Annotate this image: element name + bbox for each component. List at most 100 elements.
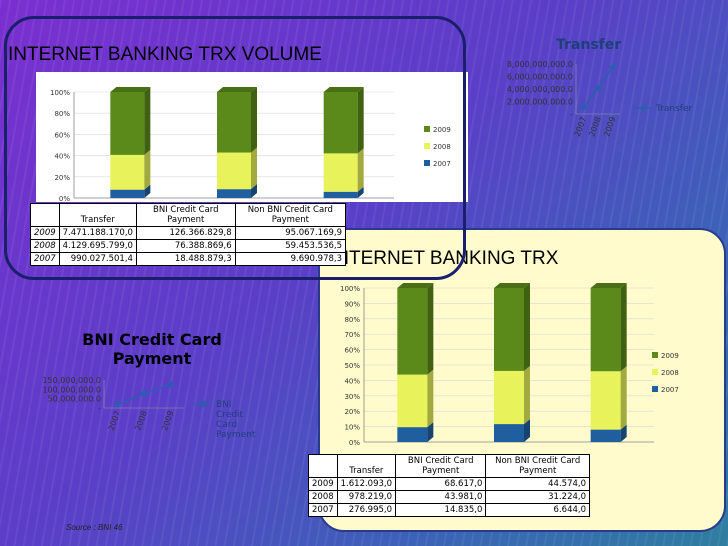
row-year: 2009 <box>30 226 60 240</box>
legend-label: Transfer <box>655 104 692 114</box>
y-tick-label: 0% <box>59 195 70 202</box>
legend-label-2007: 2007 <box>661 386 679 394</box>
bar-segment-2008 <box>590 371 621 430</box>
row-year: 2009 <box>308 477 338 491</box>
x-tick-label: 2009 <box>160 410 175 432</box>
y-tick-label: 100% <box>50 89 70 97</box>
legend-label: Payment <box>216 430 256 440</box>
column-header: Non BNI Credit Card Payment <box>234 203 347 227</box>
table-cell: 1.612.093,0 <box>336 477 397 491</box>
bar-segment-2008 <box>397 374 428 428</box>
legend-label: Credit <box>216 410 244 420</box>
column-header <box>308 454 338 478</box>
legend-label: BNI <box>216 400 232 410</box>
source-note: Source : BNI 46 <box>66 523 123 532</box>
bar-segment-2009 <box>110 92 145 155</box>
row-year: 2008 <box>308 490 338 504</box>
volume-panel <box>4 16 466 280</box>
table-cell: 43.981,0 <box>395 490 487 504</box>
legend-label-2008: 2008 <box>661 369 679 377</box>
table-cell: 978.219,0 <box>336 490 397 504</box>
bar-side-2008 <box>524 365 530 425</box>
bar-segment-2007 <box>397 427 428 442</box>
y-tick-label: 20% <box>344 408 360 416</box>
y-tick-label: 60% <box>344 347 360 355</box>
y-tick-label: 6,000,000,000.0 <box>507 73 573 82</box>
bar-side-2007 <box>144 184 151 198</box>
table-cell: 18.488.879,3 <box>135 252 236 266</box>
trx-chart: 0%10%20%30%40%50%60%70%80%90%100%2009200… <box>340 283 679 447</box>
bar-side-2009 <box>524 283 530 371</box>
y-tick-label: - <box>570 110 573 119</box>
bar-side-2008 <box>144 149 151 190</box>
bar-top <box>323 87 364 92</box>
table-cell: 990.027.501,4 <box>58 252 137 266</box>
bar-side-2007 <box>524 419 530 442</box>
volume-title: INTERNET BANKING TRX VOLUME <box>8 44 322 65</box>
data-point <box>594 84 602 92</box>
bar-side-2007 <box>357 186 364 198</box>
bar-side-2009 <box>251 87 257 153</box>
x-tick-label: 2007 <box>107 410 122 432</box>
data-point <box>140 390 148 398</box>
legend-label-2009: 2009 <box>433 126 451 134</box>
bar-top <box>494 283 530 288</box>
table-cell: 6.644,0 <box>485 503 590 517</box>
table-cell: 4.129.695.799,0 <box>58 239 137 253</box>
x-tick-label: 2008 <box>587 116 602 138</box>
legend-label-2007: 2007 <box>433 160 451 168</box>
legend-label: Card <box>216 420 237 430</box>
y-tick-label: 4,000,000,000.0 <box>507 85 573 94</box>
bar-side-2009 <box>144 87 151 155</box>
y-tick-label: 100% <box>340 285 360 293</box>
y-tick-label: 50% <box>344 362 360 370</box>
bar-segment-2007 <box>494 424 524 442</box>
y-tick-label: 0% <box>349 439 360 447</box>
bar-segment-2009 <box>494 288 524 371</box>
y-tick-label: 20% <box>54 174 70 182</box>
table-cell: 31.224,0 <box>485 490 590 504</box>
bar-segment-2007 <box>323 191 358 198</box>
bar-side-2007 <box>427 422 434 442</box>
table-cell: 44.574,0 <box>485 477 590 491</box>
column-header <box>30 203 60 227</box>
x-tick-label: 2007 <box>573 116 588 138</box>
table-cell: 95.067.169,9 <box>234 226 347 240</box>
legend-swatch-2009 <box>424 126 430 132</box>
bar-side-2008 <box>620 366 627 430</box>
bar-side-2009 <box>620 283 627 372</box>
table-cell: 14.835,0 <box>395 503 487 517</box>
table-cell: 76.388.869,6 <box>135 239 236 253</box>
y-tick-label: 50,000,000.0 <box>48 395 101 404</box>
bar-side-2009 <box>427 283 434 375</box>
bar-segment-2009 <box>323 92 358 154</box>
legend-label-2008: 2008 <box>433 143 451 151</box>
y-tick-label: 80% <box>54 110 70 118</box>
y-tick-label: 40% <box>344 377 360 385</box>
bar-segment-2008 <box>110 154 145 190</box>
legend-swatch-2008 <box>424 143 430 149</box>
legend-swatch-2008 <box>652 369 658 375</box>
transfer-mini-title: Transfer <box>556 37 622 53</box>
data-point <box>113 401 121 409</box>
bar-top <box>217 87 257 92</box>
bar-top <box>590 283 627 288</box>
bar-segment-2008 <box>323 153 358 192</box>
bar-side-2007 <box>251 184 257 198</box>
x-tick-label: 2009 <box>602 116 617 138</box>
bar-side-2007 <box>620 424 627 442</box>
y-tick-label: 10% <box>344 424 360 432</box>
bar-segment-2009 <box>217 92 251 153</box>
table-cell: 59.453.536,5 <box>234 239 347 253</box>
table-cell: 126.366.829,8 <box>135 226 236 240</box>
y-tick-label: 100,000,000.0 <box>42 385 101 394</box>
legend-marker <box>639 104 648 112</box>
y-tick-label: 80% <box>344 316 360 324</box>
bar-segment-2007 <box>110 189 145 198</box>
bar-side-2009 <box>357 87 364 154</box>
